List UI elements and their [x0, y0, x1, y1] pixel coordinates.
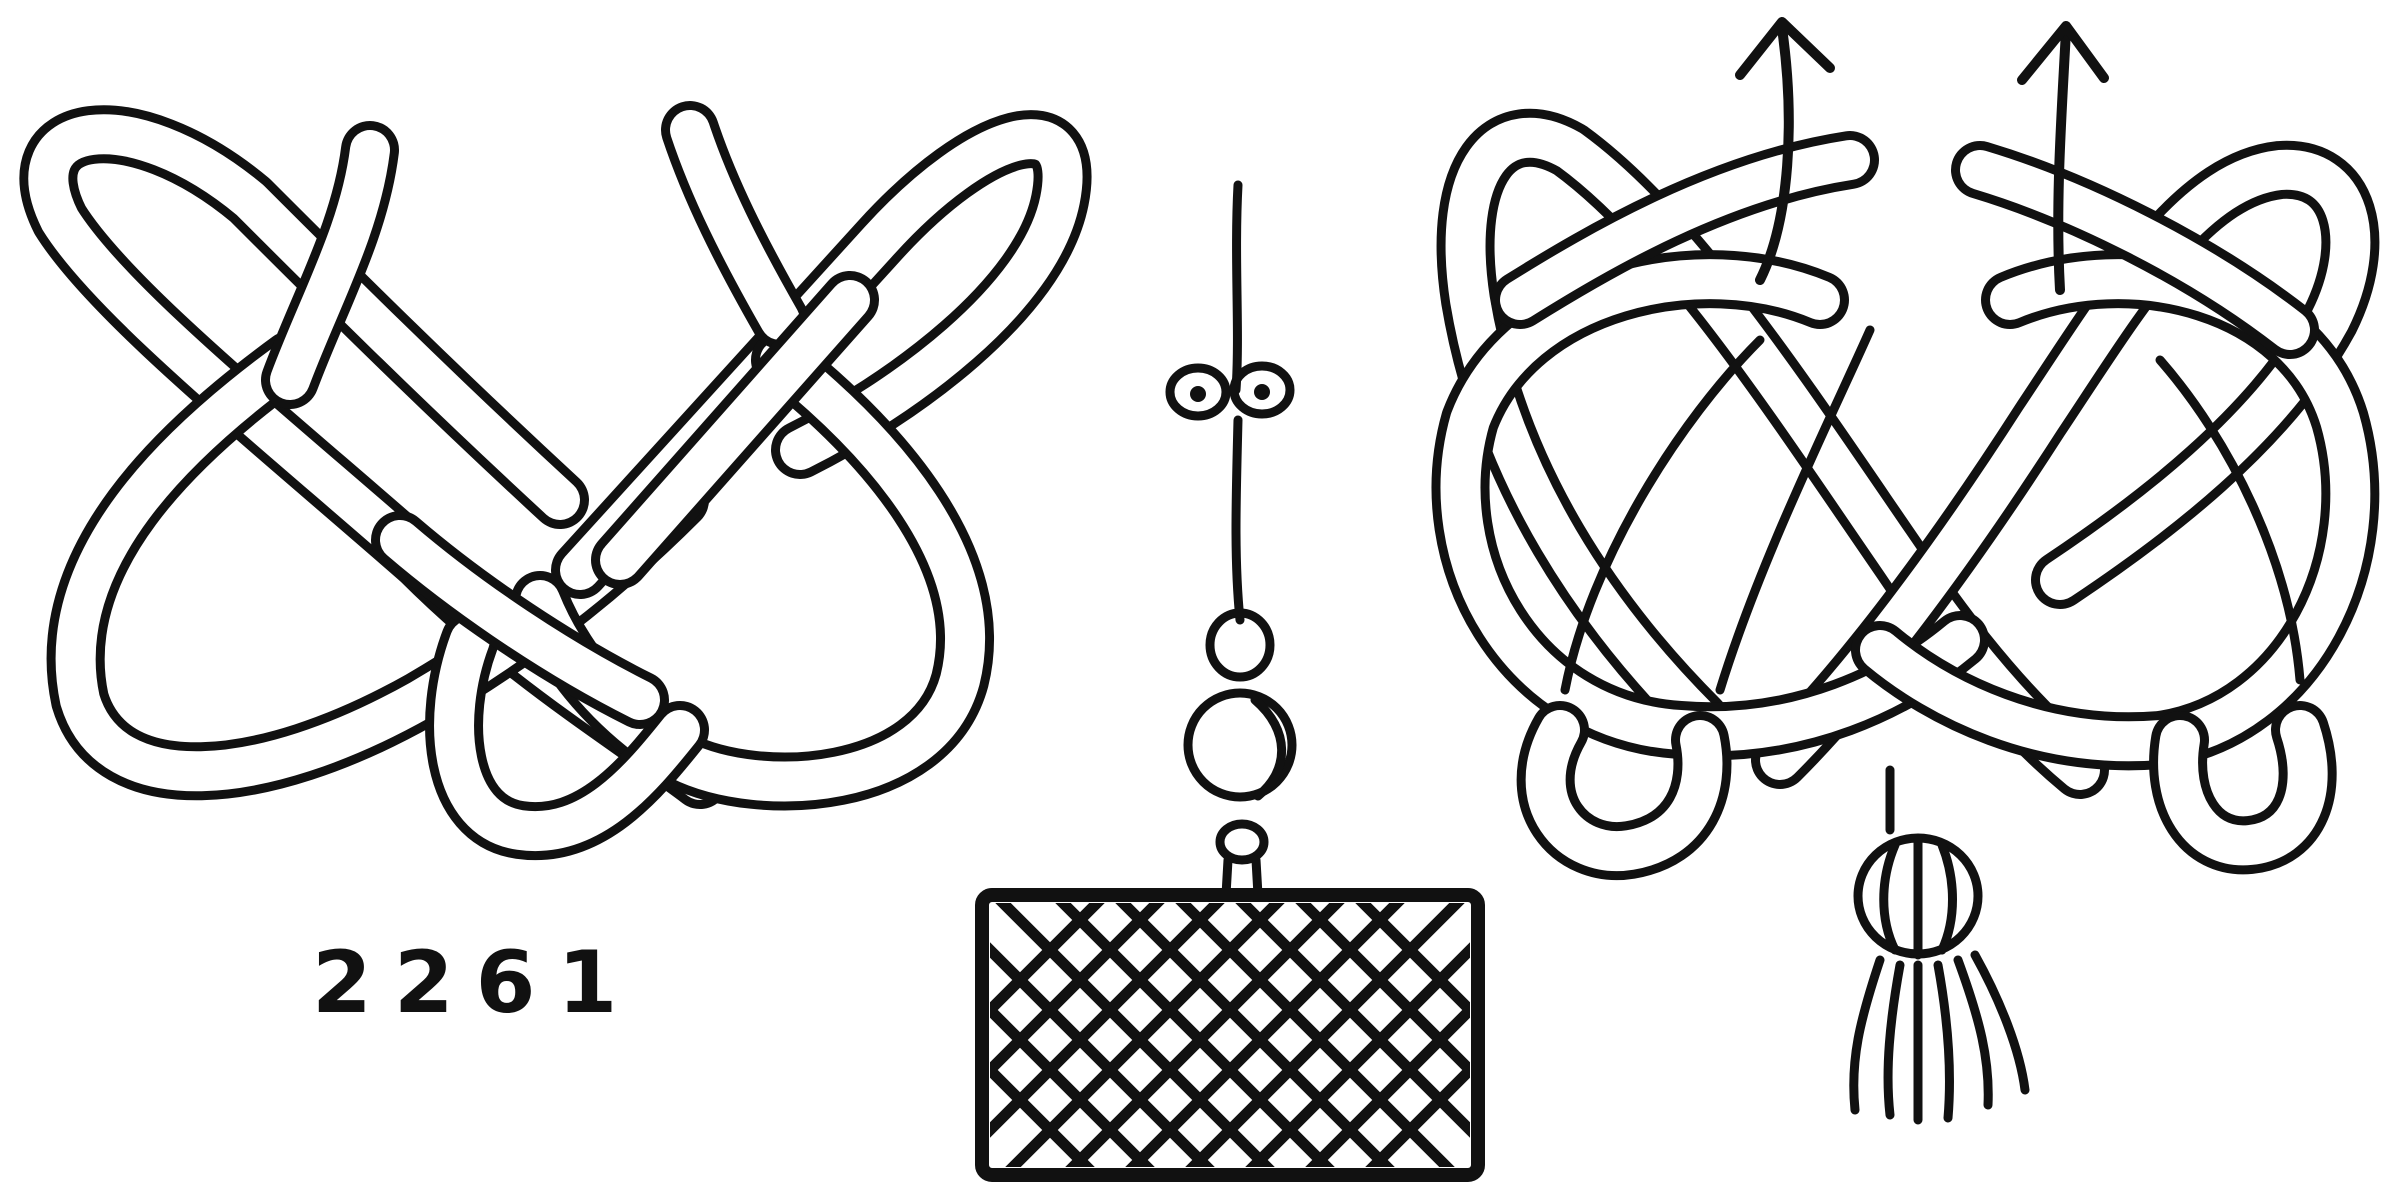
left-knot-diagram [48, 130, 1062, 831]
tassel [1854, 770, 2025, 1120]
right-knot-diagram [1461, 22, 2351, 1120]
netted-panel [820, 895, 1640, 1180]
hanging-cord [1236, 185, 1238, 390]
top-knot [1170, 366, 1290, 416]
tassel-fringe [1854, 955, 2025, 1120]
lower-cord [1236, 420, 1240, 620]
cap-bead [1220, 824, 1264, 860]
large-bead [1188, 693, 1292, 797]
right-diagram-bottom-right-bight [2178, 730, 2308, 845]
right-standing-end [690, 130, 780, 320]
tassel-head-lines [1884, 840, 1953, 955]
figure-number: 2261 [312, 940, 639, 1026]
